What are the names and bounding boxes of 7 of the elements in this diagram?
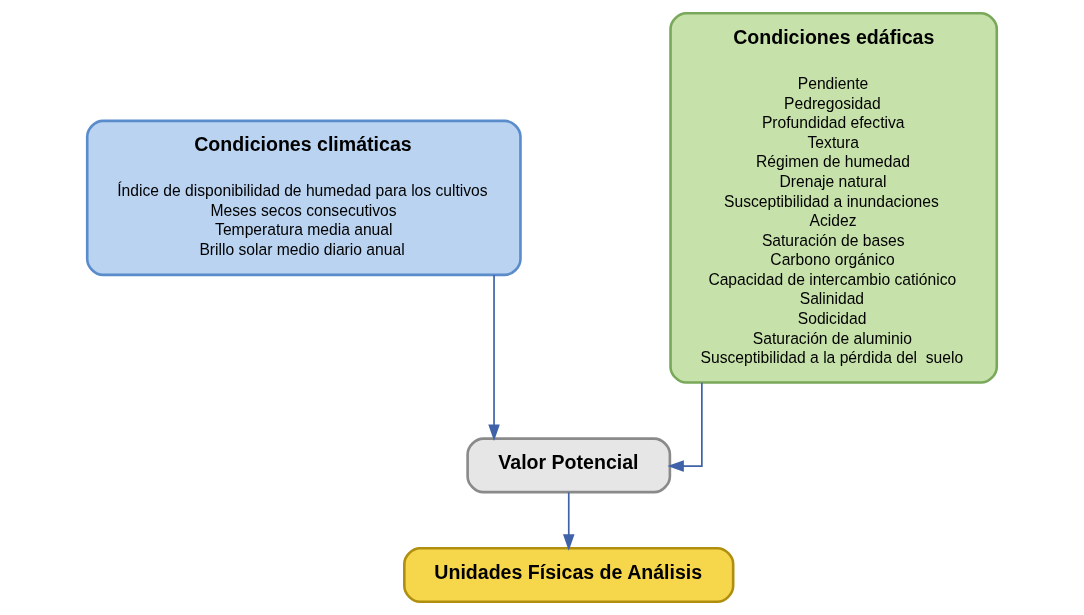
node-box: Condiciones climáticas Índice de disponibilidad de humedad para los cultivos Meses secos consecutivos Temperatura media anual Brillo solar medio diario anual: [85, 119, 522, 277]
arrow: [563, 491, 575, 551]
node-box: Unidades Físicas de Análisis: [403, 546, 735, 604]
node-box: Valor Potencial: [466, 437, 672, 494]
arrow: [667, 381, 703, 472]
arrow: [488, 274, 500, 441]
node-box: Condiciones edáficas Pendiente Pedregosidad Profundidad efectiva Textura Régimen de humedad Drenaje natural Susceptibilidad a inundaciones Acidez Saturación de bases Carbono orgánico Capacidad de intercambio catiónico Salinidad Sodicidad Saturación de aluminio Susceptibilidad a la pérdida del suelo: [669, 11, 999, 384]
